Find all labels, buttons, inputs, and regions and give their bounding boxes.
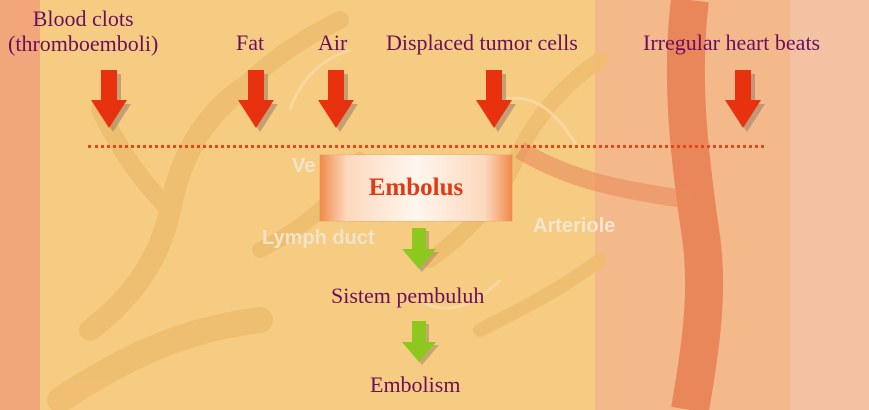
lymph-duct-watermark: Lymph duct: [262, 227, 375, 249]
cause-fat: Fat: [236, 30, 265, 55]
pathway-label: Sistem pembuluh: [331, 283, 485, 308]
cause-blood-clots-line2: (thromboemboli): [8, 31, 159, 56]
green-down-arrow-icon: [402, 228, 439, 272]
dotted-collector-line: [88, 145, 764, 148]
cause-blood-clots: Blood clots(thromboemboli): [8, 6, 158, 56]
red-down-arrow-icon: [318, 70, 358, 132]
cause-air: Air: [318, 30, 348, 55]
cause-irregular-heart-beats: Irregular heart beats: [643, 30, 821, 55]
arteriole-watermark: Arteriole: [533, 215, 615, 237]
embolus-label: Embolus: [368, 174, 464, 201]
cause-blood-clots-line1: Blood clots: [32, 6, 134, 31]
red-down-arrow-icon: [725, 70, 765, 132]
cause-displaced-tumor-cells: Displaced tumor cells: [386, 30, 578, 55]
venule-watermark: Ve: [292, 155, 315, 177]
cause-label-blood-clots: Blood clots(thromboemboli): [8, 6, 158, 56]
red-down-arrow-icon: [238, 70, 278, 132]
green-down-arrow-icon: [402, 321, 439, 365]
red-down-arrow-icon: [476, 70, 516, 132]
embolus-box: Embolus: [320, 155, 512, 221]
red-down-arrow-icon: [91, 70, 131, 132]
outcome-label: Embolism: [370, 372, 461, 397]
